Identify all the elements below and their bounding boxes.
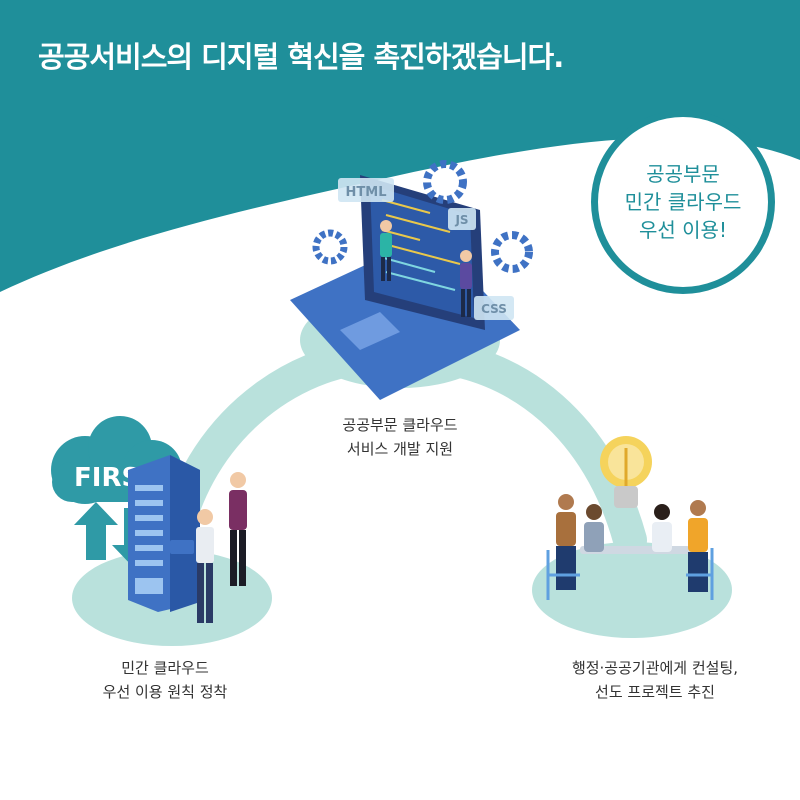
- lightbulb-icon: [600, 436, 652, 508]
- building-icon: [128, 455, 200, 612]
- person-figure: [652, 504, 672, 552]
- page-title: 공공서비스의 디지털 혁신을 촉진하겠습니다.: [38, 40, 564, 74]
- css-tag-label: CSS: [481, 302, 507, 316]
- caption-right: 행정·공공기관에게 컨설팅, 선도 프로젝트 추진: [571, 659, 739, 701]
- gear-icon: [423, 160, 467, 204]
- platform-right: [532, 542, 732, 638]
- developer-figure: [380, 220, 392, 281]
- chair-icon: [686, 548, 714, 600]
- developer-figure: [460, 250, 472, 317]
- caption-left: 민간 클라우드 우선 이용 원칙 정착: [102, 659, 228, 701]
- gear-icon: [312, 229, 348, 265]
- css-tag-box: [474, 296, 514, 320]
- man-figure: [170, 509, 214, 623]
- person-figure: [556, 494, 576, 590]
- badge-text: 공공부문 민간 클라우드 우선 이용!: [624, 162, 742, 242]
- gear-icon: [491, 231, 533, 273]
- person-figure: [584, 504, 604, 552]
- laptop-touchpad: [340, 312, 400, 350]
- chair-icon: [546, 550, 580, 600]
- woman-figure: [229, 472, 247, 586]
- meeting-illustration: [546, 436, 714, 600]
- cloud-first-illustration: FIRST: [51, 416, 247, 623]
- caption-center: 공공부문 클라우드 서비스 개발 지원: [342, 416, 458, 458]
- laptop-illustration: HTML JS CSS: [290, 160, 533, 400]
- js-tag-label: JS: [454, 213, 468, 227]
- priority-badge: 공공부문 민간 클라우드 우선 이용!: [591, 110, 775, 294]
- header-band: [0, 0, 800, 292]
- html-tag-box: [338, 178, 394, 202]
- js-tag-box: [448, 208, 476, 230]
- arrow-up-icon: [74, 502, 118, 560]
- person-figure: [688, 500, 708, 592]
- html-tag-label: HTML: [346, 185, 387, 200]
